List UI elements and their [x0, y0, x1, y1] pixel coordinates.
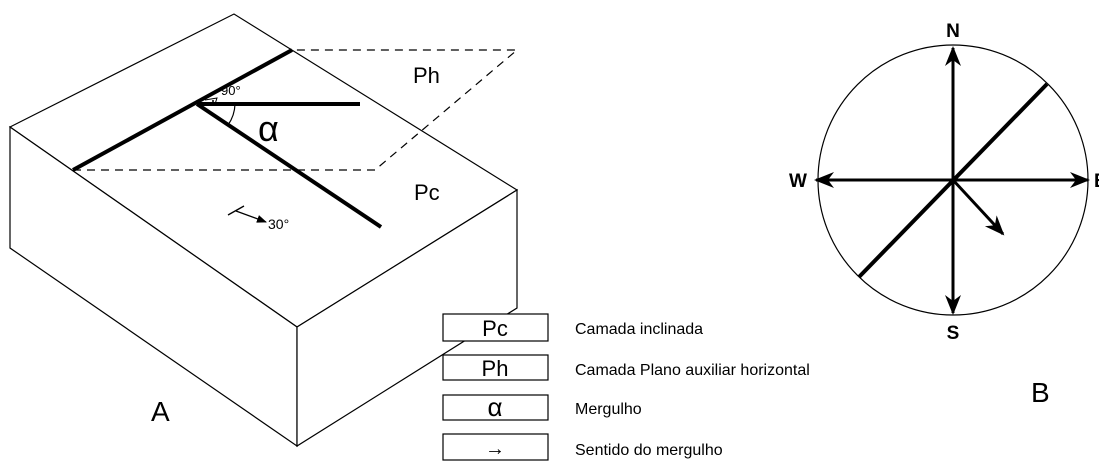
compass-north-label: N — [946, 21, 960, 42]
compass-dip-arrow — [951, 178, 1005, 236]
legend-text-arrow: Sentido do mergulho — [575, 442, 723, 459]
legend-text-alpha: Mergulho — [575, 401, 642, 418]
plane-pc-label: Pc — [414, 180, 440, 205]
right-angle-dot — [212, 100, 214, 102]
horizontal-plane-outline — [73, 49, 519, 171]
legend-symbol-ph: Ph — [482, 356, 509, 381]
right-angle-marker — [204, 97, 218, 105]
panel-b-label: B — [1031, 377, 1050, 408]
right-angle-label: 90° — [221, 83, 241, 98]
compass-diagram: N S W E B — [789, 21, 1099, 408]
panel-a-label: A — [151, 396, 170, 427]
block-diagram: 90° α Ph Pc 30° A — [8, 13, 519, 448]
legend-box-ph — [442, 354, 549, 381]
dip-angle-arc — [227, 103, 236, 126]
strike-line — [72, 48, 293, 172]
legend: Pc Camada inclinada Ph Camada Plano auxi… — [442, 313, 810, 461]
legend-text-pc: Camada inclinada — [575, 321, 703, 338]
plane-ph-label: Ph — [413, 63, 440, 88]
legend-symbol-arrow: → — [485, 438, 505, 460]
block-right-face — [296, 188, 518, 448]
dip-value-label: 30° — [268, 216, 289, 232]
dip-direction-arrow — [235, 210, 267, 223]
legend-symbol-pc: Pc — [482, 316, 508, 341]
legend-box-alpha — [442, 394, 549, 421]
compass-south-label: S — [947, 323, 960, 344]
compass-east-label: E — [1094, 171, 1099, 192]
dip-angle-symbol: α — [258, 108, 279, 149]
legend-symbol-alpha: α — [487, 392, 502, 422]
strike-symbol — [227, 205, 245, 216]
compass-west-label: W — [789, 171, 807, 192]
legend-box-pc — [442, 313, 549, 342]
legend-box-arrow — [442, 433, 549, 461]
legend-text-ph: Camada Plano auxiliar horizontal — [575, 362, 810, 379]
